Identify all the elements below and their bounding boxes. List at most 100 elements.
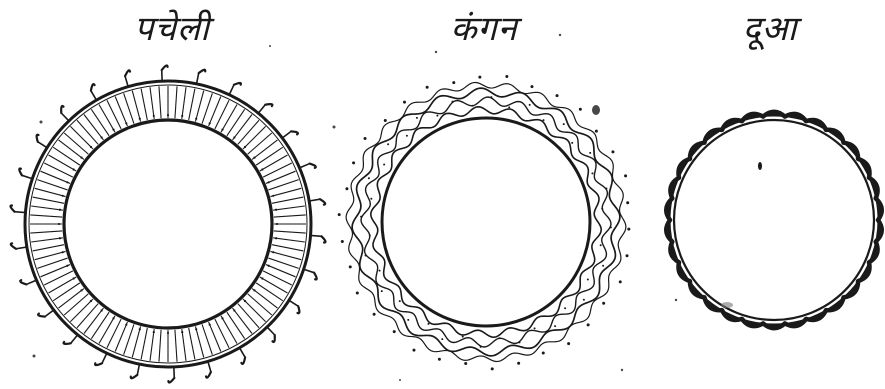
radial-tick (53, 147, 80, 165)
band-bead (610, 226, 612, 228)
radial-tick (48, 155, 76, 171)
edge-dot (341, 240, 344, 243)
radial-tick (59, 289, 84, 308)
paper-speck (399, 379, 401, 381)
hook-stem (258, 105, 265, 114)
radial-tick (91, 312, 109, 339)
radial-tick (124, 324, 134, 354)
hook-curl (320, 199, 325, 205)
hook-curl (95, 363, 102, 365)
hook-stem (102, 353, 107, 363)
tick-dot (221, 317, 223, 319)
inner-ring (674, 120, 874, 320)
hook-ornament (300, 164, 316, 168)
hook-ornament (304, 269, 317, 279)
paper-speck (435, 51, 437, 53)
hook-curl (322, 236, 326, 242)
tick-dot (139, 118, 141, 120)
radial-tick (268, 258, 298, 268)
hook-curl (199, 70, 206, 73)
tick-dot (261, 277, 263, 279)
paper-speck (592, 105, 600, 115)
edge-dot (452, 81, 455, 84)
tick-dot (90, 300, 92, 302)
hook-curl (265, 104, 272, 106)
edge-dot (373, 313, 376, 316)
tick-dot (181, 331, 183, 333)
band-bead (564, 307, 566, 309)
smudge (721, 302, 733, 308)
tick-dot (261, 168, 263, 170)
hook-stem (289, 300, 298, 306)
radial-tick (272, 197, 303, 203)
radial-tick (248, 133, 272, 154)
tick-dot (73, 277, 75, 279)
band-bead (360, 216, 362, 218)
band-bead (518, 341, 520, 343)
edge-dot (542, 352, 545, 355)
hook-curl (310, 164, 316, 168)
edge-dot (426, 86, 429, 89)
band-bead (379, 270, 381, 272)
wave-line-3 (352, 88, 620, 356)
band-bead (563, 123, 565, 125)
band-bead (601, 208, 603, 210)
tick-dot (275, 237, 277, 239)
outer-ring (25, 81, 311, 367)
tick-dot (112, 317, 114, 319)
band-bead (441, 338, 443, 340)
hook-stem (61, 113, 69, 121)
hook-stem (91, 91, 97, 101)
tick-dot (62, 195, 64, 197)
tick-dot (153, 115, 155, 117)
radial-tick (252, 140, 277, 159)
hook-curl (37, 135, 39, 142)
radial-tick (37, 180, 67, 190)
edge-dot (624, 174, 627, 177)
band-bead (587, 279, 589, 281)
outer-ring (669, 115, 879, 325)
band-bead (427, 323, 429, 325)
radial-tick (274, 215, 306, 217)
hook-curl (125, 70, 130, 76)
hook-curl (20, 280, 26, 284)
hook-ornament (162, 65, 168, 81)
tick-dot (66, 181, 68, 183)
paper-speck (40, 121, 43, 124)
radial-tick (238, 120, 259, 144)
hook-ornament (64, 335, 78, 344)
radial-tick (77, 120, 98, 144)
edge-dot (517, 362, 520, 365)
ink-mark (758, 162, 762, 170)
band-bead (416, 117, 418, 119)
radial-tick (53, 283, 80, 301)
tick-dot (195, 118, 197, 120)
inner-ring (64, 120, 272, 328)
edge-dot (530, 85, 533, 88)
hook-ornament (10, 205, 25, 212)
hook-stem (125, 76, 128, 87)
hook-stem (22, 175, 32, 178)
hook-curl (241, 357, 245, 364)
band-bead (383, 163, 385, 165)
tick-dot (233, 136, 235, 138)
band-bead (490, 96, 492, 98)
scalloped-border (666, 112, 881, 328)
radial-tick (233, 308, 252, 333)
dua-label: दूआ (743, 4, 798, 50)
hook-curl (38, 314, 45, 317)
band-bead (452, 101, 454, 103)
band-bead (365, 254, 367, 256)
tick-dot (195, 328, 197, 330)
paper-speck (621, 369, 623, 371)
radial-tick (30, 215, 62, 217)
tick-dot (244, 146, 246, 148)
band-bead (480, 346, 482, 348)
hook-ornament (267, 327, 275, 342)
hook-ornament (37, 135, 47, 148)
hook-stem (304, 269, 314, 272)
dua-bangle-figure (666, 112, 881, 328)
radial-tick (175, 330, 177, 362)
band-bead (508, 106, 510, 108)
tick-dot (59, 209, 61, 211)
